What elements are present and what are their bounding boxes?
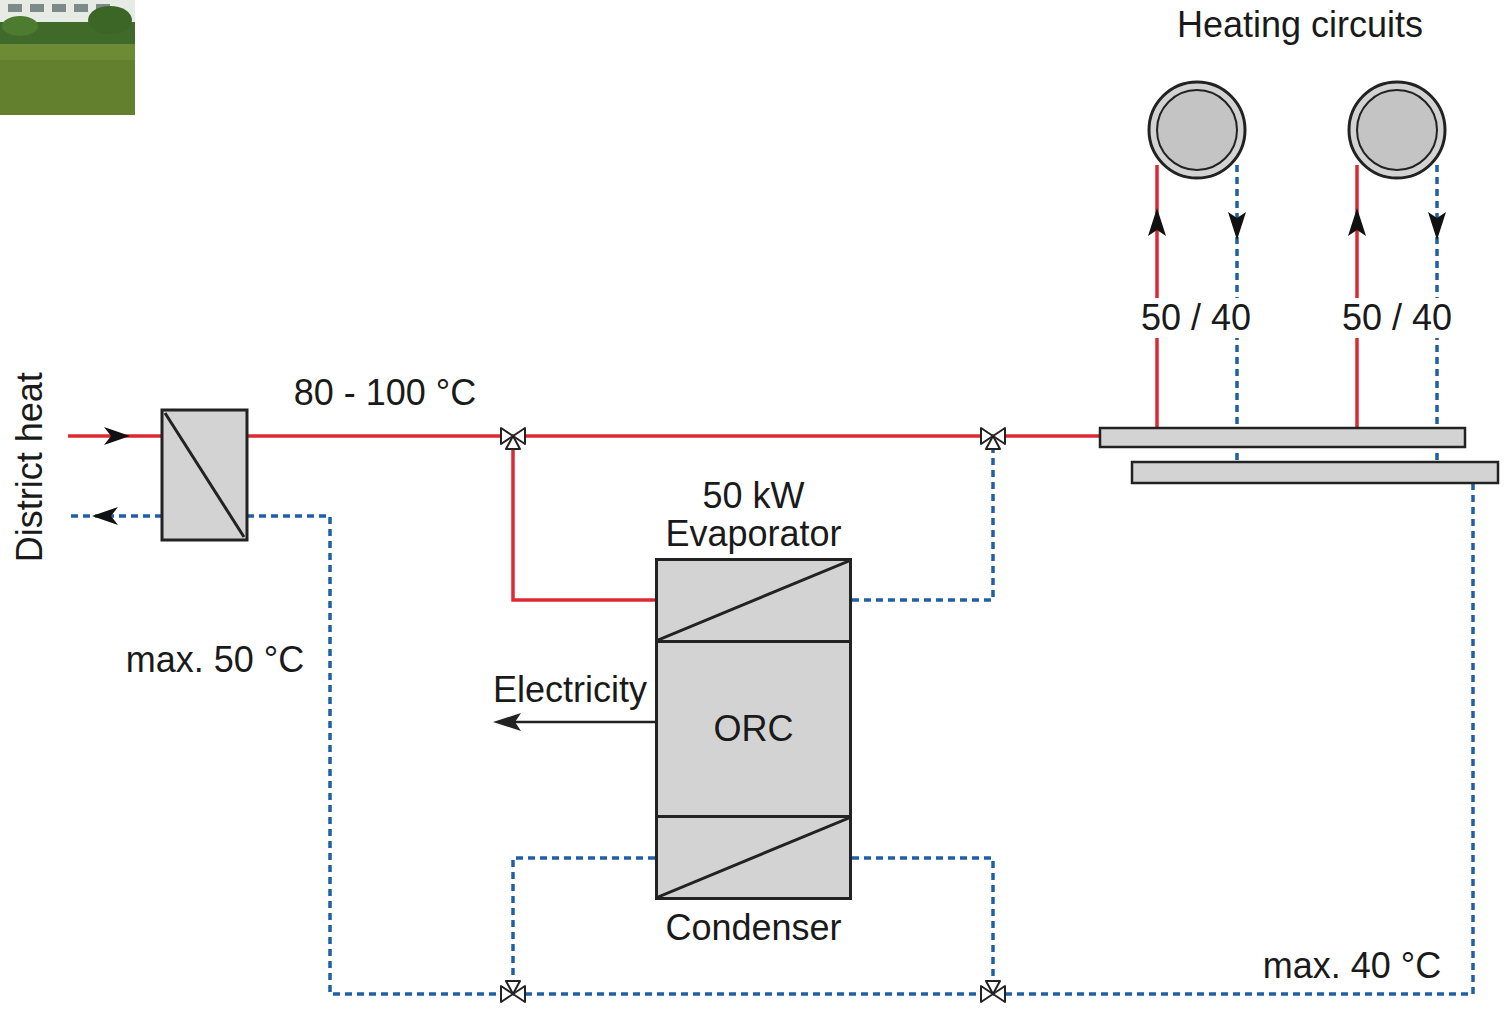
three-way-valve [501,981,525,1002]
photo-tree [88,6,132,34]
output-label: Electricity [489,670,651,710]
three-way-valve [501,428,525,449]
temperature-label: max. 50 °C [122,640,308,680]
return-pipe [247,483,1473,994]
photo-grass [0,44,135,115]
return-pipes [68,165,1473,994]
component-name: Condenser [665,909,841,947]
group-heading: Heating circuits [1173,5,1427,45]
supply-pipe [513,436,655,600]
heat-exchanger [162,410,247,540]
photo-thumbnail [0,0,135,115]
condenser-box: Condenser [655,815,852,900]
diagonal-line [658,818,849,897]
circuit-outer [1349,82,1445,178]
valve-branch [986,436,1000,449]
flow-arrowhead [1428,212,1446,240]
component-name: 50 kW [665,477,841,515]
photo-ground [0,0,135,115]
text-group: 50 kWEvaporator [665,477,841,553]
return-pipe [852,436,993,600]
diagonal-line [658,561,849,640]
return-pipe [68,514,162,518]
return-pipe [513,858,655,994]
circuit-outer [1149,82,1245,178]
orc-box: ORC [655,640,852,818]
photo-grass-shade [0,60,135,115]
temperature-label: 50 / 40 [1338,298,1456,338]
valve-branch [506,981,520,994]
valve-branch [986,981,1000,994]
circuit-inner [1357,90,1437,170]
box-title: ORC [714,710,794,748]
circuit-inner [1157,90,1237,170]
photo-window [74,4,88,12]
exchanger-diagonal [658,561,849,640]
flow-arrowhead [1148,208,1166,236]
valve-branch [506,436,520,449]
electricity-arrow [493,713,655,731]
flow-arrowhead [1348,208,1366,236]
heating-circuit-symbol [1149,82,1245,178]
temperature-label: 80 - 100 °C [290,373,481,413]
photo-window [8,4,22,12]
component-name: Evaporator [665,515,841,553]
photo-tree [2,16,38,36]
text-group: ORC [658,643,849,815]
three-way-valve [981,981,1005,1002]
electricity-line [515,721,655,724]
supply-pipe [1155,165,1159,428]
exchanger-body [162,410,247,540]
source-label: District heat [10,368,50,566]
electricity-arrowhead [493,713,521,731]
three-way-valve [981,428,1005,449]
flow-arrowhead [104,427,130,445]
flow-arrowhead [1228,212,1246,240]
photo-window [52,4,66,12]
temperature-label: max. 40 °C [1259,946,1445,986]
photo-window [30,4,44,12]
exchanger-diagonal [658,818,849,897]
heating-circuit-symbol [1349,82,1445,178]
valves [501,428,1005,1002]
flow-arrowhead [92,507,118,525]
text-group: Condenser [665,909,841,947]
supply-pipes [68,165,1357,600]
supply-manifold [1100,428,1465,447]
return-pipe [852,858,993,994]
return-manifold [1132,462,1498,483]
exchanger-diagonal [165,413,244,537]
flow-arrows [92,208,1446,525]
supply-pipe [1355,165,1359,428]
supply-pipe [247,434,1100,438]
temperature-label: 50 / 40 [1137,298,1255,338]
evaporator-box: 50 kWEvaporator [655,558,852,643]
